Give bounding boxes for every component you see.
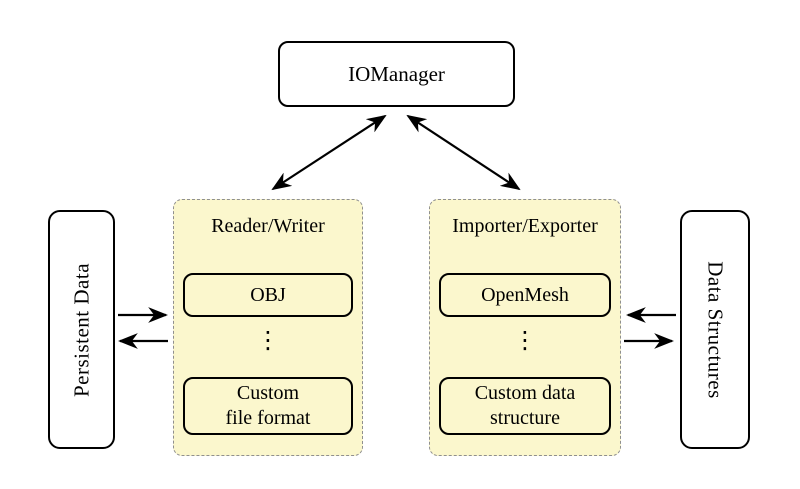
vertical-ellipsis: ⋮ — [256, 326, 280, 354]
obj-node: OBJ — [183, 273, 353, 317]
iomanager-label: IOManager — [348, 61, 445, 86]
custom-data-structure-node: Custom data structure — [439, 377, 611, 435]
openmesh-node: OpenMesh — [439, 273, 611, 317]
custom-file-format-line1: Custom — [236, 382, 300, 404]
importer-exporter-panel: Importer/Exporter OpenMesh ⋮ Custom data… — [429, 199, 621, 456]
vertical-ellipsis: ⋮ — [513, 326, 537, 354]
reader-writer-title: Reader/Writer — [211, 215, 325, 237]
data-structures-label: Data Structures — [703, 260, 728, 399]
arrow-iomanager-readerwriter — [271, 114, 387, 191]
data-structures-node: Data Structures — [680, 210, 750, 449]
custom-data-structure-line2: structure — [490, 407, 560, 429]
custom-file-format-line2: file format — [225, 407, 311, 429]
importer-exporter-title: Importer/Exporter — [452, 215, 598, 237]
arrow-iomanager-importerexporter — [406, 114, 521, 191]
openmesh-label: OpenMesh — [481, 283, 569, 306]
reader-writer-panel: Reader/Writer OBJ ⋮ Custom file format — [173, 199, 363, 456]
persistent-data-node: Persistent Data — [48, 210, 115, 449]
persistent-data-label: Persistent Data — [69, 262, 93, 397]
custom-file-format-node: Custom file format — [183, 377, 353, 435]
iomanager-node: IOManager — [278, 41, 515, 107]
custom-data-structure-line1: Custom data — [474, 382, 576, 404]
obj-label: OBJ — [250, 283, 286, 306]
